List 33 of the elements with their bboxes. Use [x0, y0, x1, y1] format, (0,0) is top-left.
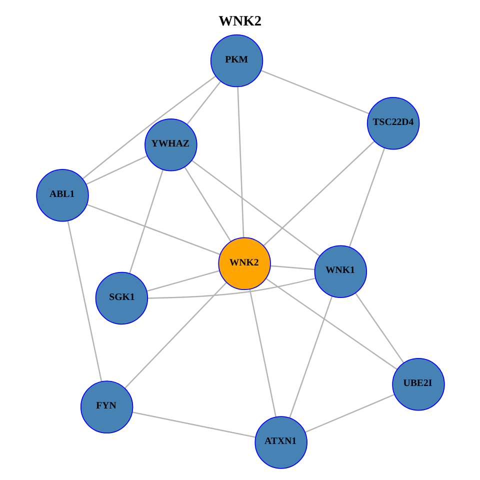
connector: [262, 140, 374, 246]
node-circle: TSC22D4: [366, 97, 420, 150]
connector: [248, 289, 276, 418]
node-circle: ATXN1: [254, 416, 307, 469]
connector: [265, 278, 397, 370]
connector: [82, 76, 216, 180]
connector: [128, 170, 163, 274]
node-circle: WNK2: [218, 237, 270, 290]
node-circle: FYN: [80, 380, 133, 434]
connector: [288, 296, 332, 418]
node-circle: ABL1: [36, 168, 88, 222]
connector: [304, 394, 394, 433]
connector: [270, 265, 314, 270]
connector: [236, 86, 244, 238]
connector: [354, 292, 404, 364]
node-circle: YWHAZ: [144, 118, 197, 172]
connector: [260, 70, 369, 114]
node-circle: SGK1: [94, 272, 148, 325]
diagram-title: WNK2: [218, 14, 261, 30]
connector: [124, 282, 227, 389]
connector: [186, 81, 220, 125]
connector: [184, 166, 231, 242]
connector: [132, 412, 256, 438]
connector: [147, 278, 315, 299]
connector: [146, 270, 220, 292]
node-circle: UBE2I: [392, 358, 444, 411]
node-circle: PKM: [210, 34, 263, 88]
connector: [86, 204, 220, 256]
connector: [66, 220, 102, 382]
node-circle: WNK1: [314, 245, 367, 298]
connector: [85, 155, 147, 185]
connector: [348, 148, 385, 248]
connector: [190, 160, 320, 256]
